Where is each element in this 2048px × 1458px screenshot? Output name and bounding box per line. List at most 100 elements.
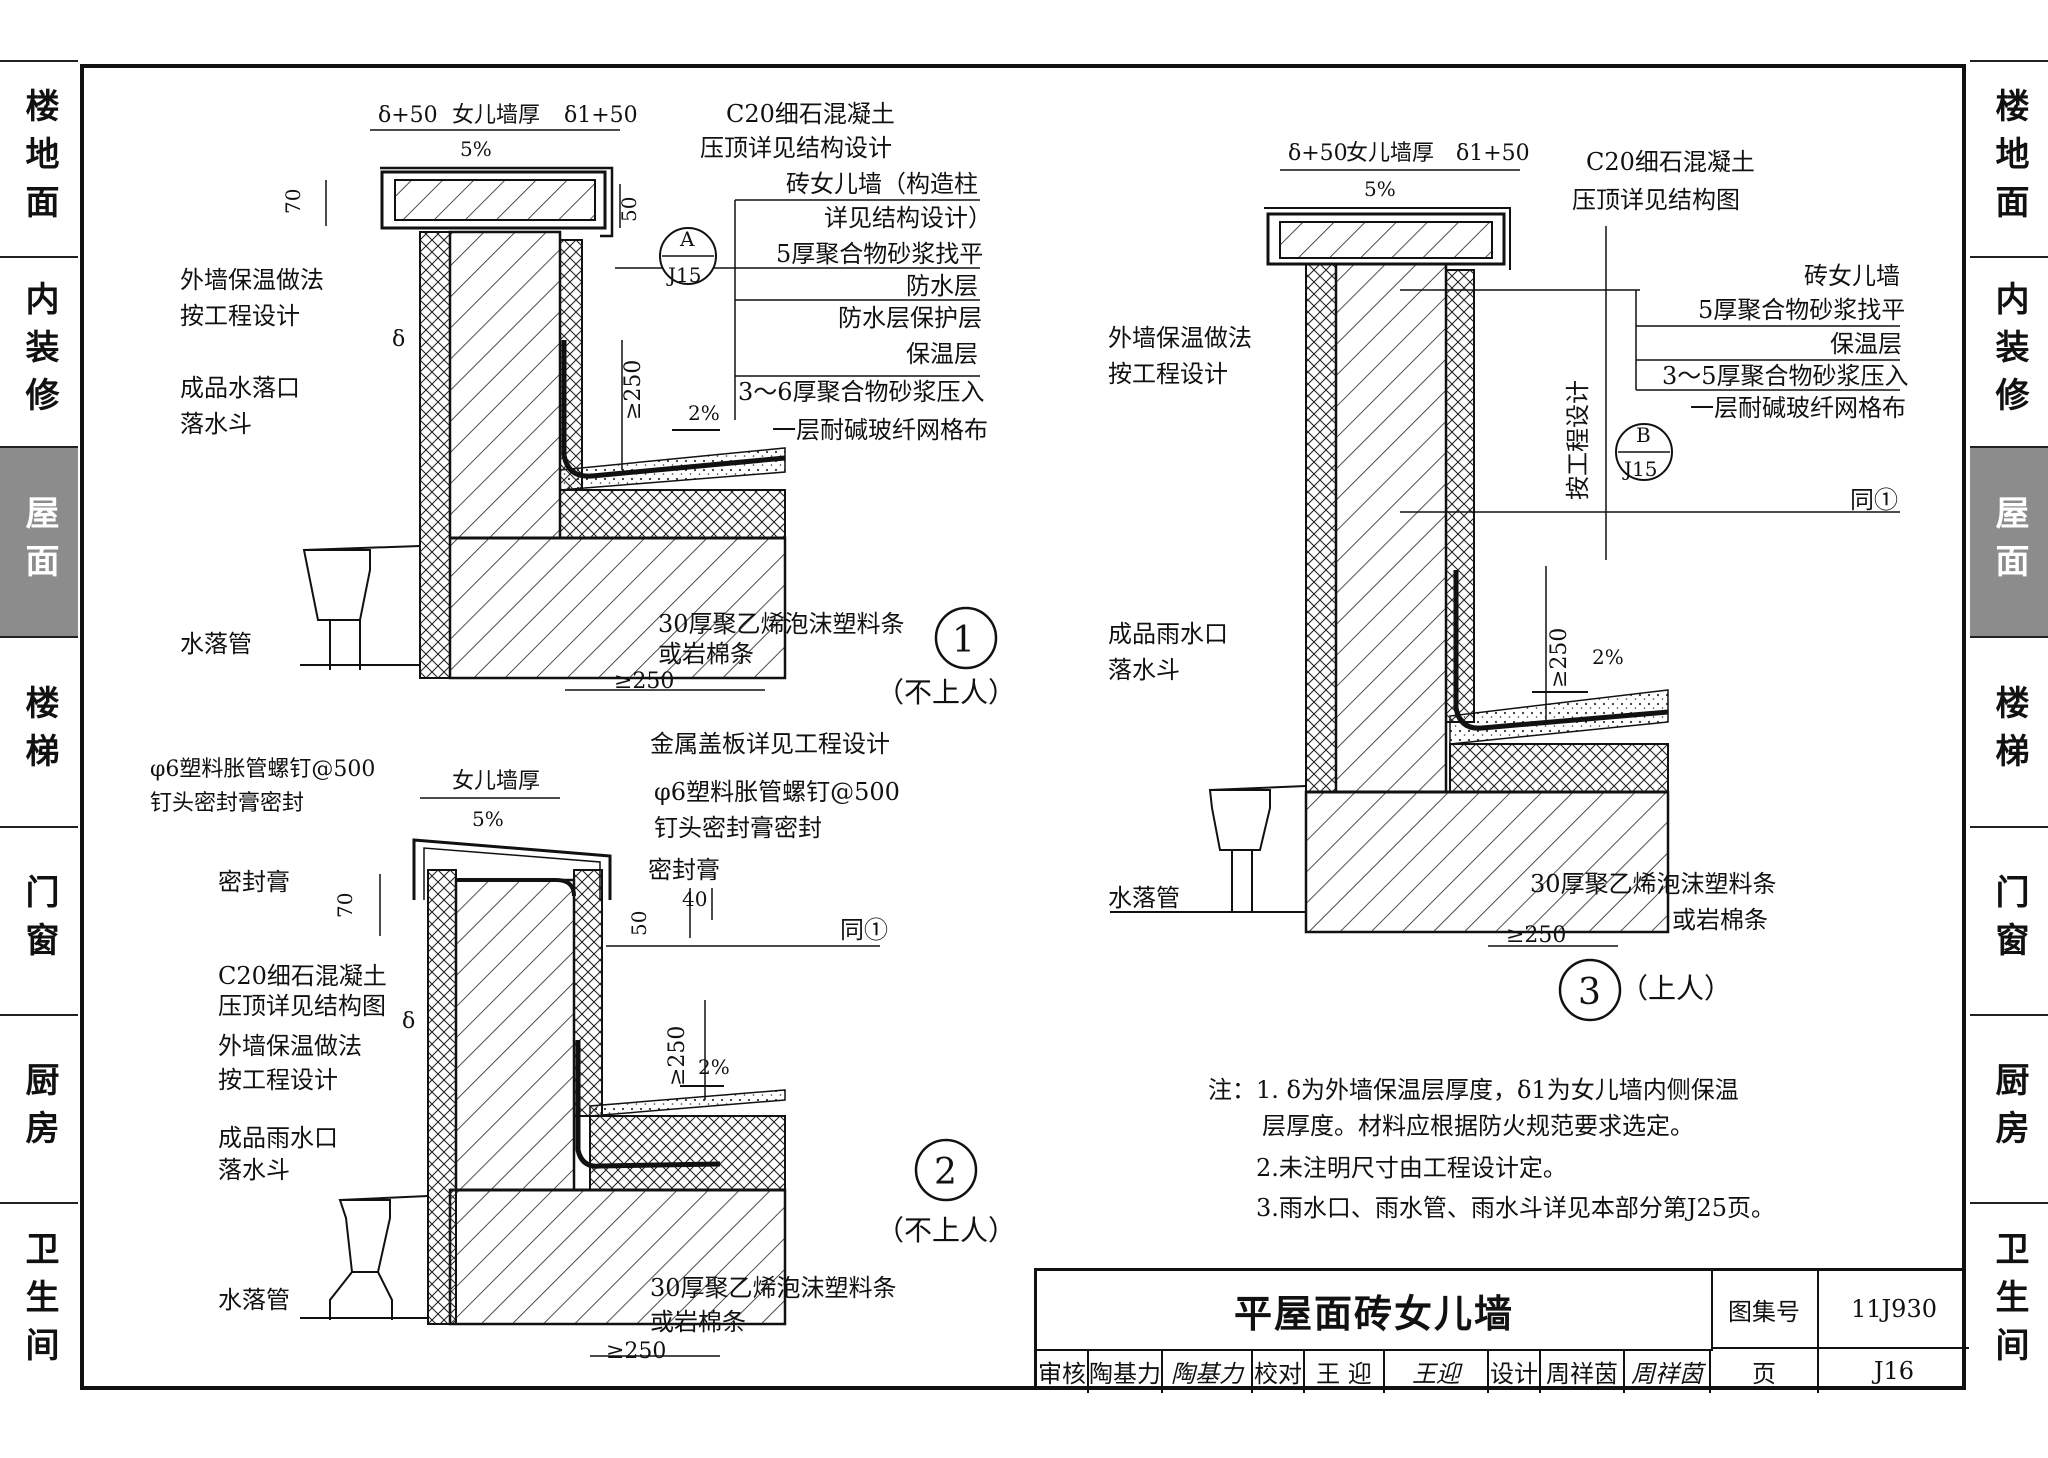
d3-dim-a: δ+50 [1288,141,1348,166]
d3-slope: 5% [1364,177,1396,201]
d1-callout-sheet: J15 [666,263,701,287]
d1-label-l4: 水落管 [180,630,252,658]
d1-slope: 5% [460,137,492,161]
tab-label: 厨房 [1989,1062,2029,1158]
d3-slope2: 2% [1592,645,1624,669]
tab-floor[interactable]: 楼地面 [0,60,78,258]
d2-foam-0: 30厚聚乙烯泡沫塑料条 [650,1274,897,1302]
d3-label-l3: 落水斗 [1108,656,1180,684]
d2-dim-250h: ≥250 [606,1339,666,1364]
d2-label-r2: 钉头密封膏密封 [654,814,822,842]
tab-bathroom[interactable]: 卫生间 [0,1202,78,1402]
d2-label-l9: 水落管 [218,1286,290,1314]
d1-label-r7: 保温层 [906,340,978,368]
d1-foam-0: 30厚聚乙烯泡沫塑料条 [658,610,905,638]
atlas-number: 11J930 [1819,1271,1969,1349]
tab-label: 卫生间 [19,1231,59,1375]
d3-label-r5: 3～5厚聚合物砂浆压入 [1662,362,1909,390]
d1-label-r5: 防水层 [906,272,978,300]
d1-label-l1: 按工程设计 [180,302,300,330]
d2-note: （不上人） [876,1214,1016,1247]
d3-callout-sheet: J15 [1622,457,1657,481]
detail-3-text: δ+50 女儿墙厚 δ1+50 5% 按工程设计 ≥250 ≥250 2% B … [1108,141,1909,1013]
checker-name: 王 迎 [1305,1349,1385,1393]
detail-2-text: 女儿墙厚 5% 70 50 40 δ ≥250 ≥250 2% 金属盖板详见工程… [150,730,1016,1364]
d3-callout-letter: B [1636,423,1651,447]
tab-label: 厨房 [19,1062,59,1158]
d1-callout-letter: A [679,227,695,251]
d2-dim-50: 50 [627,911,651,936]
d3-dim-250v: ≥250 [1547,628,1572,688]
page-label: 页 [1711,1349,1819,1393]
tab-label: 门窗 [1989,874,2029,970]
d2-label-r0: 金属盖板详见工程设计 [650,730,890,758]
tab-interior[interactable]: 内装修 [0,256,78,448]
d3-label-l0: 外墙保温做法 [1108,324,1252,352]
review-label: 审核 [1037,1349,1089,1393]
d2-label-r1: φ6塑料胀管螺钉@500 [654,778,900,806]
tab-label: 楼梯 [19,685,59,781]
tab-floor[interactable]: 楼地面 [1970,60,2048,258]
d2-label-r3: 密封膏 [648,856,720,884]
d2-slope: 5% [472,807,504,831]
detail-2 [300,797,978,1357]
d1-label-l0: 外墙保温做法 [180,266,324,294]
d1-number: 1 [952,620,975,661]
atlas-label: 图集号 [1711,1271,1819,1349]
tab-kitchen[interactable]: 厨房 [0,1014,78,1204]
d1-label-r6: 防水层保护层 [838,304,982,332]
tab-label: 楼地面 [19,88,59,232]
d3-label-r4: 保温层 [1830,330,1902,358]
tab-kitchen[interactable]: 厨房 [1970,1014,2048,1204]
d2-dim-40: 40 [682,887,707,911]
tab-doors-windows[interactable]: 门窗 [0,826,78,1016]
note-line-2: 层厚度。材料应根据防火规范要求选定。 [1262,1112,1694,1140]
tab-label: 门窗 [19,874,59,970]
d1-dim-70: 70 [281,189,305,214]
d2-label-l7: 成品雨水口 [218,1124,338,1152]
design-label: 设计 [1489,1349,1541,1393]
tab-roof[interactable]: 屋面 [1970,446,2048,638]
tab-doors-windows[interactable]: 门窗 [1970,826,2048,1016]
designer-name: 周祥茵 [1541,1349,1625,1393]
d1-label-r1: 压顶详见结构设计 [700,134,892,162]
left-chapter-sidebar: 楼地面内装修屋面楼梯门窗厨房卫生间 [0,60,78,1400]
d2-dim-70: 70 [333,893,357,918]
d2-dim-delta: δ [402,1009,415,1034]
d1-dim-50: 50 [617,197,641,222]
d1-dim-a: δ+50 [378,103,438,128]
d1-label-r3: 详见结构设计） [824,204,992,232]
drawing-frame [80,64,1966,1390]
tab-interior[interactable]: 内装修 [1970,256,2048,448]
tab-stairs[interactable]: 楼梯 [0,636,78,828]
tab-stairs[interactable]: 楼梯 [1970,636,2048,828]
reviewer-name: 陶基力 [1089,1349,1163,1393]
d1-dim-delta: δ [392,327,405,352]
d1-dim-b: 女儿墙厚 [452,103,540,128]
d1-foam-1: 或岩棉条 [658,640,754,668]
d3-label-l2: 成品雨水口 [1108,620,1228,648]
d2-label-r4: 同① [840,916,888,944]
page-number: J16 [1873,1357,1915,1385]
d2-label-l4: 压顶详见结构图 [218,992,386,1020]
d2-label-l8: 落水斗 [218,1156,290,1184]
tab-label: 楼梯 [1989,685,2029,781]
d2-number: 2 [934,1152,957,1193]
d2-foam-1: 或岩棉条 [650,1308,746,1336]
tab-bathroom[interactable]: 卫生间 [1970,1202,2048,1402]
d3-label-r7: 同① [1850,486,1898,514]
d3-dim-250h: ≥250 [1506,923,1566,948]
tab-label: 屋面 [19,495,59,591]
detail-3 [1110,169,1900,1022]
d2-label-l5: 外墙保温做法 [218,1032,362,1060]
d2-label-l2: 密封膏 [218,868,290,896]
tab-roof[interactable]: 屋面 [0,446,78,638]
d1-label-r9: 一层耐碱玻纤网格布 [772,416,988,444]
d2-slope2: 2% [698,1055,730,1079]
tab-label: 楼地面 [1989,88,2029,232]
tab-label: 屋面 [1989,495,2029,591]
right-chapter-sidebar: 楼地面内装修屋面楼梯门窗厨房卫生间 [1970,60,2048,1400]
checker-signature: 王迎 [1385,1349,1489,1393]
d2-label-l3: C20细石混凝土 [218,962,387,990]
